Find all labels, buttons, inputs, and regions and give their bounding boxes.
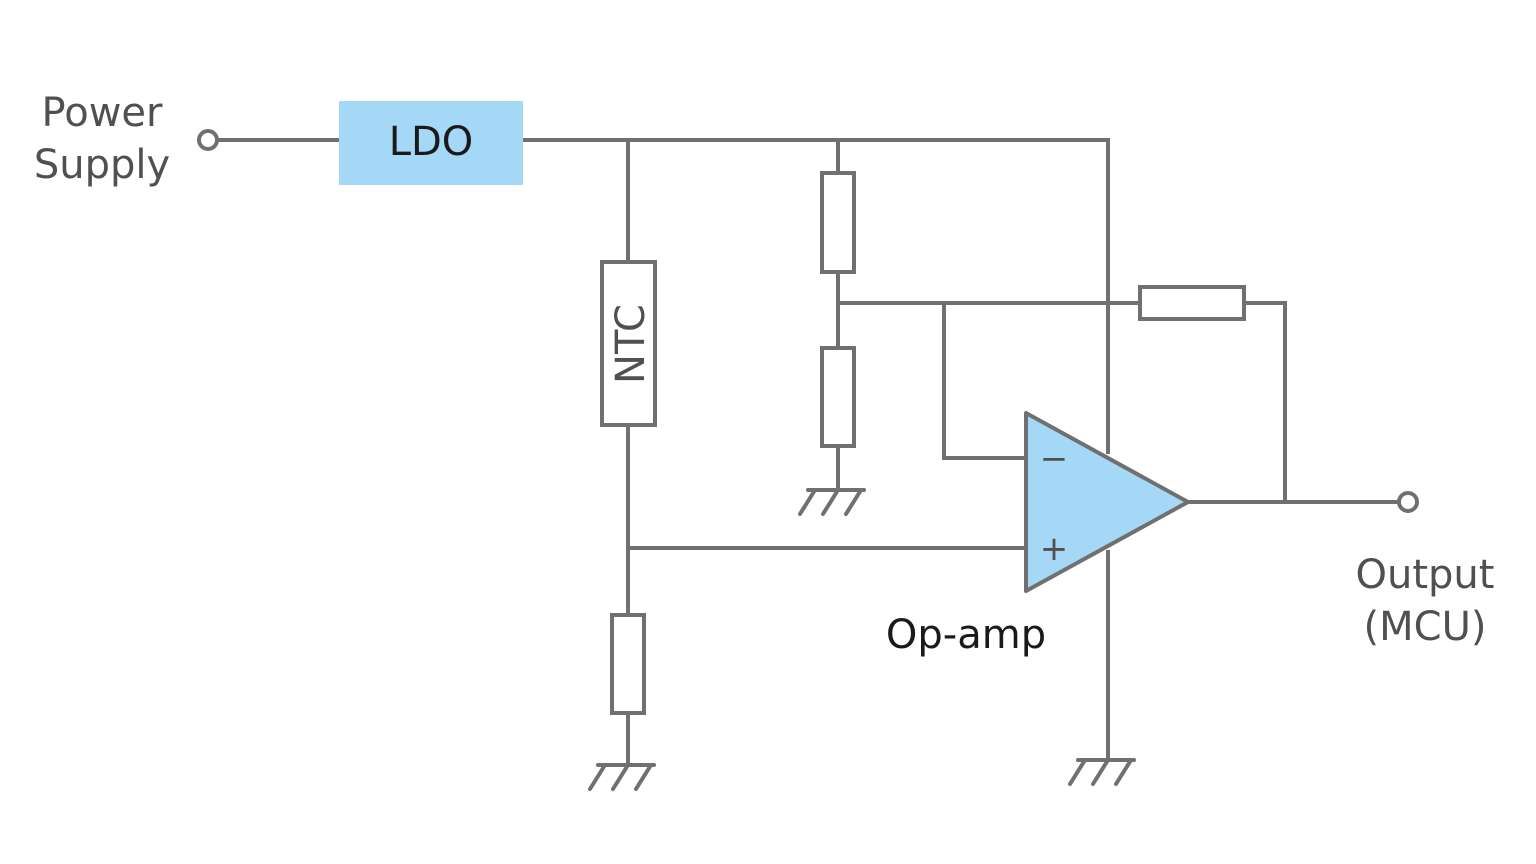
op-amp: − + (1024, 411, 1190, 593)
resistor-lower-ntc (610, 613, 646, 715)
op-amp-plus-sign: + (1040, 529, 1069, 569)
output-terminal (1397, 491, 1419, 513)
op-amp-minus-sign: − (1040, 439, 1069, 479)
ldo-label: LDO (389, 119, 474, 165)
ground-symbol-divider (798, 488, 866, 516)
op-amp-triangle (1024, 411, 1190, 593)
ground-symbol-opamp (1068, 758, 1136, 786)
resistor-feedback (1138, 285, 1246, 321)
wires (216, 138, 1400, 767)
ldo-block: LDO (339, 101, 523, 185)
power-supply-terminal (197, 129, 219, 151)
ntc-label: NTC (608, 304, 654, 384)
op-amp-label: Op-amp (886, 612, 1046, 658)
resistor-divider-top (820, 171, 856, 274)
output-label-line1: Output (1356, 552, 1495, 598)
resistor-divider-bottom (820, 346, 856, 448)
output-label-line2: (MCU) (1364, 604, 1487, 650)
ntc-body (600, 260, 657, 427)
power-supply-label-line2: Supply (34, 142, 170, 188)
power-supply-label-line1: Power (42, 90, 163, 136)
ground-symbol-ntc (588, 763, 656, 791)
ntc-thermistor: NTC (600, 260, 657, 427)
ldo-box (339, 101, 523, 185)
